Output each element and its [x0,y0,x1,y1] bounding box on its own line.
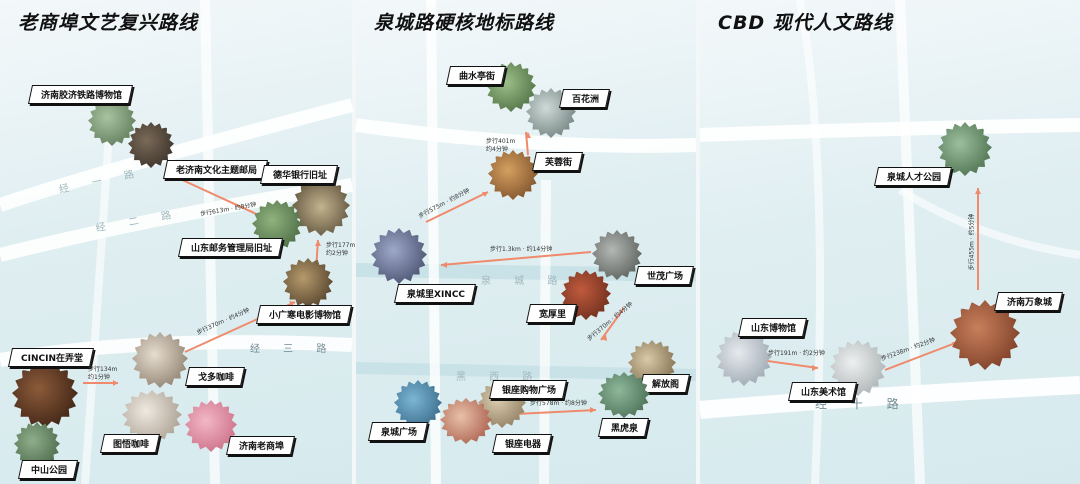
spot-label-jiefang[interactable]: 解放阁 [638,374,691,393]
walk-note-e: 步行578m · 约8分钟 [530,400,587,407]
spot-label-yinzuo[interactable]: 银座购物广场 [488,380,568,399]
spot-label-quancheng-square[interactable]: 泉城广场 [367,422,429,441]
spot-label-shandong-museum[interactable]: 山东博物馆 [737,318,808,337]
spot-label-dehua-bank[interactable]: 德华银行旧址 [259,165,339,184]
spot-label-baihua[interactable]: 百花洲 [558,89,611,108]
spot-label-godot-cafe[interactable]: 戈多咖啡 [184,367,246,386]
spot-label-post-office[interactable]: 老济南文化主题邮局 [162,160,269,179]
spot-label-talent-park[interactable]: 泉城人才公园 [873,167,953,186]
spot-label-qushui[interactable]: 曲水亭街 [445,66,507,85]
spot-label-zhongshan-park[interactable]: 中山公园 [17,460,79,479]
panel-title: 老商埠文艺复兴路线 [18,12,199,34]
spot-label-wu-cafe[interactable]: 图悟咖啡 [99,434,161,453]
spot-label-mixc[interactable]: 济南万象城 [993,292,1064,311]
spot-label-yinzuo-electric[interactable]: 银座电器 [491,434,553,453]
spot-label-kuanhou[interactable]: 宽厚里 [525,304,578,323]
spot-label-old-trade-port[interactable]: 济南老商埠 [225,436,296,455]
spot-label-railway-museum[interactable]: 济南胶济铁路博物馆 [27,85,134,104]
spot-label-xincc[interactable]: 泉城里XINCC [393,284,477,303]
spot-label-furong[interactable]: 芙蓉街 [531,152,584,171]
route-panel-cbd: CBD 现代人文路线 经 十 路 泉城人才公园 山东博物馆 山东美术馆 济南万象… [699,0,1080,484]
walk-note-c: 步行455m · 约5分钟 [968,213,976,271]
spot-label-film-museum[interactable]: 小广寒电影博物馆 [255,305,353,324]
panel-title: CBD 现代人文路线 [718,12,893,34]
road-label: 泉 城 路 [481,276,568,287]
spot-label-shimao[interactable]: 世茂广场 [633,266,695,285]
spot-label-art-museum[interactable]: 山东美术馆 [787,382,858,401]
spot-label-postal-bureau[interactable]: 山东邮务管理局旧址 [177,238,284,257]
spot-label-cincin[interactable]: CINCIN在弄堂 [7,348,95,367]
road-label: 黑 西 路 [456,372,543,383]
route-panel-quancheng-road: 泉城路硬核地标路线 泉 城 路 黑 西 路 曲水亭街 百花洲 芙蓉街 泉城里XI… [355,0,697,484]
route-panel-old-trade-port: 老商埠文艺复兴路线 经 一 路 经 二 路 经 三 路 济南胶济铁路博物馆 老济… [0,0,356,484]
panel-title: 泉城路硬核地标路线 [374,12,555,34]
walk-note-a: 步行191m · 约2分钟 [768,350,825,357]
walk-note-c: 步行1.3km · 约14分钟 [490,246,553,253]
spot-label-heihu[interactable]: 黑虎泉 [597,418,650,437]
road-label: 经 三 路 [250,344,337,355]
